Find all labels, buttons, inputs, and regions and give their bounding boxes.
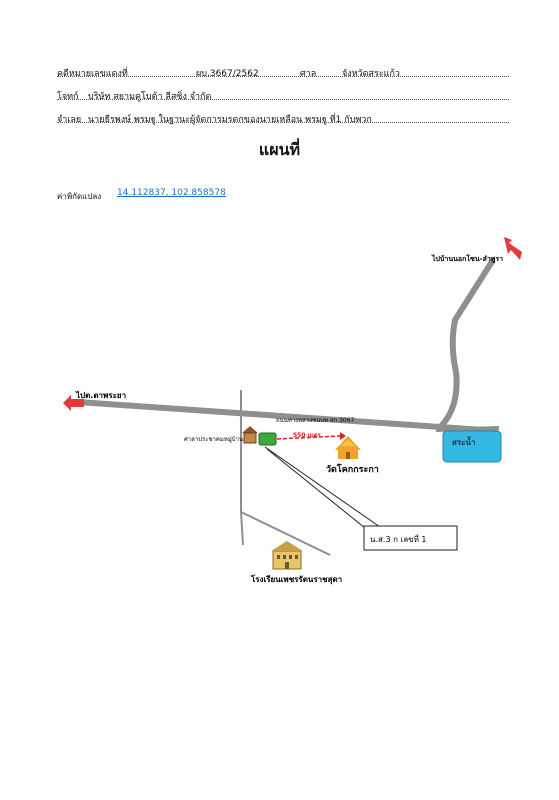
plaintiff-row: โจทก์ บริษัท สยามคูโบต้า ลีสซิ่ง จำกัด	[0, 86, 559, 104]
case-rule	[57, 76, 509, 77]
court-value: จังหวัดสระแก้ว	[342, 69, 400, 79]
lane-to-school	[240, 511, 331, 556]
defendant-value: นายธีรพงษ์ พรมฐู ในฐานะผู้จัดการมรดกของน…	[88, 115, 372, 125]
page-title: แผนที่	[258, 140, 301, 159]
plaintiff-label: โจทก์	[57, 92, 79, 102]
court-label: ศาล	[300, 69, 317, 79]
to-left-label: ไปต.ตาพระยา	[75, 390, 126, 400]
temple-label: วัดโคกกระกา	[326, 463, 379, 475]
coordinates-label: ค่าพิกัดแปลง	[57, 192, 102, 201]
distance-arrow-icon	[340, 432, 346, 440]
shelter-icon	[242, 426, 258, 444]
parcel-label: น.ส.3 ก เลขที่ 1	[370, 533, 426, 544]
arrow-top-right-icon	[504, 237, 522, 260]
callout-line-a	[264, 446, 381, 528]
vertical-lane-lower	[240, 511, 244, 546]
defendant-rule	[57, 122, 509, 123]
pond-label: สระน้ำ	[452, 436, 475, 447]
defendant-row: จำเลย นายธีรพงษ์ พรมฐู ในฐานะผู้จัดการมร…	[0, 109, 559, 127]
distance-label: 550 เมตร	[293, 432, 322, 439]
defendant-label: จำเลย	[57, 115, 82, 125]
school-label: โรงเรียนเพชรรัตนราชสุดา	[250, 574, 342, 585]
parcel-callout-box	[363, 525, 458, 551]
case-number: ผบ.3667/2562	[196, 69, 259, 79]
main-road	[77, 399, 499, 434]
road-to-top-right	[434, 258, 496, 433]
arrow-left-icon	[63, 395, 84, 411]
case-label: คดีหมายเลขแดงที่	[57, 69, 128, 79]
plaintiff-value: บริษัท สยามคูโบต้า ลีสซิ่ง จำกัด	[88, 92, 212, 102]
callout-line-b	[266, 448, 371, 533]
road-east-stub	[435, 426, 500, 432]
distance-line	[276, 435, 341, 440]
to-top-right-label: ไปบ้านนอกโซน-ลำพูรา	[431, 254, 503, 264]
parcel-marker	[258, 432, 277, 446]
road-label: ถนนทางหลวงชนบท สก 3067	[276, 417, 355, 424]
coordinates-link[interactable]: 14.112837, 102.858578	[117, 188, 226, 198]
temple-icon	[335, 436, 361, 459]
plaintiff-rule	[57, 99, 509, 100]
pond	[442, 430, 502, 463]
case-row: คดีหมายเลขแดงที่ ผบ.3667/2562 ศาล จังหวั…	[0, 63, 559, 81]
shelter-label: ศาลาประชาคมหมู่บ้าน	[184, 436, 243, 443]
school-icon	[271, 541, 303, 570]
